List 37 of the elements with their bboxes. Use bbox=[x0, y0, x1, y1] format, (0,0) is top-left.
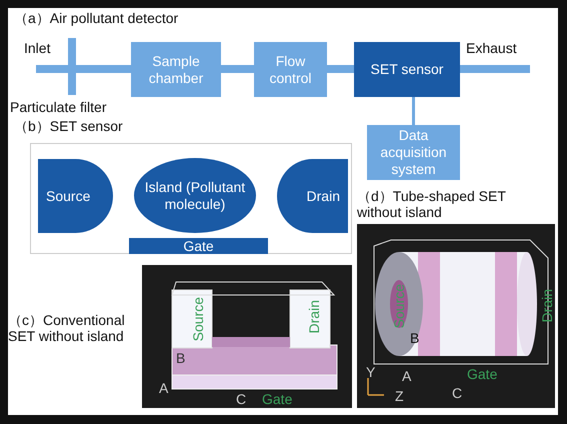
part-label: Source bbox=[391, 284, 407, 328]
axis-letter: Y bbox=[366, 364, 376, 380]
axis-letter: A bbox=[402, 368, 412, 384]
heading-text: （a）Air pollutant detector bbox=[14, 10, 178, 26]
pipe-connector bbox=[221, 65, 254, 73]
pipe-connector bbox=[327, 65, 354, 73]
gate-bar: Gate bbox=[129, 238, 268, 254]
axis-letter: C bbox=[236, 391, 246, 407]
axis-letter: Z bbox=[395, 388, 404, 404]
island-ellipse: Island (Pollutant molecule) bbox=[134, 158, 256, 233]
part-label: Drain bbox=[539, 289, 555, 322]
part-label: Source bbox=[190, 297, 206, 342]
sensor-box: SET sensor bbox=[354, 42, 460, 97]
pipe-connector bbox=[460, 65, 530, 73]
process-box: Flow control bbox=[254, 42, 327, 97]
axis-letter: C bbox=[452, 385, 462, 401]
pipe-connector bbox=[76, 65, 131, 73]
heading-text: （b）SET sensor bbox=[14, 118, 123, 134]
part-label: Gate bbox=[262, 391, 292, 407]
drain-electrode: Drain bbox=[277, 159, 348, 233]
port-label: Exhaust bbox=[466, 40, 517, 56]
axis-letter: B bbox=[176, 350, 186, 366]
heading-text: （c）Conventional SET without island bbox=[8, 312, 126, 344]
source-electrode: Source bbox=[38, 159, 113, 233]
pipe-connector bbox=[412, 97, 415, 125]
caption-text: Particulate filter bbox=[10, 99, 106, 115]
axis-letter: A bbox=[159, 380, 168, 396]
axis-letter: B bbox=[410, 330, 420, 346]
process-box: Sample chamber bbox=[131, 42, 221, 97]
port-label: Inlet bbox=[24, 40, 50, 56]
panel-box bbox=[30, 143, 352, 254]
heading-text: （d）Tube-shaped SET without island bbox=[357, 188, 507, 220]
pipe-connector bbox=[36, 65, 68, 73]
filter-bar bbox=[68, 38, 76, 95]
part-label: Gate bbox=[467, 366, 498, 382]
process-box: Data acquisition system bbox=[367, 125, 460, 180]
part-label: Drain bbox=[306, 300, 322, 334]
